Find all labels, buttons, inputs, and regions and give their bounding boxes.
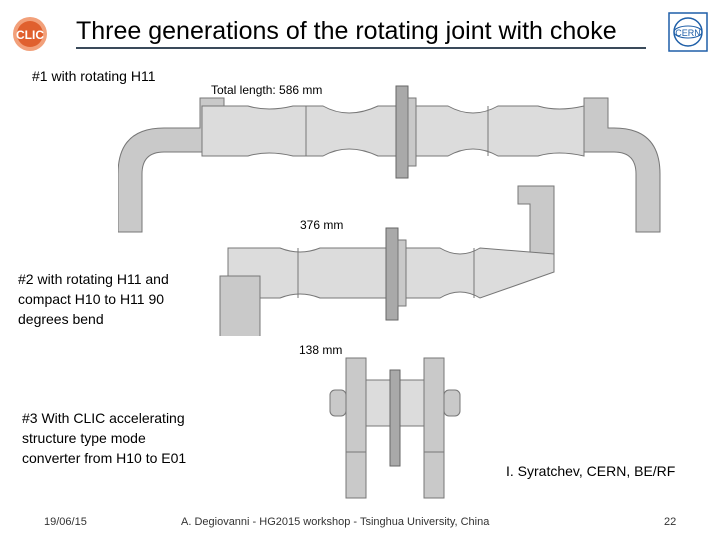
- variant3-length: 138 mm: [299, 343, 343, 357]
- variant3-right-stub: [443, 389, 461, 417]
- variant1-body-right: [415, 105, 585, 157]
- svg-text:CLIC: CLIC: [16, 28, 44, 42]
- variant1-flange-hub: [407, 97, 417, 167]
- variant1-length: Total length: 586 mm: [211, 83, 323, 97]
- variant2-label: #2 with rotating H11 and compact H10 to …: [18, 269, 169, 329]
- variant1-left-bend: [118, 97, 225, 233]
- variant3-left-stub: [329, 389, 347, 417]
- variant1-body: [201, 105, 399, 157]
- variant3-label-line: structure type mode: [22, 430, 146, 446]
- footer-date: 19/06/15: [44, 516, 87, 528]
- variant2-left-bend: [219, 275, 261, 336]
- variant1-label: #1 with rotating H11: [32, 68, 156, 84]
- variant1-drawing: [118, 85, 661, 233]
- cern-logo: CERN: [668, 12, 708, 52]
- variant3-label-line: #3 With CLIC accelerating: [22, 410, 185, 426]
- variant2-flange-hub: [397, 239, 407, 307]
- variant2-drawing: [219, 185, 555, 336]
- clic-logo-icon: CLIC: [13, 17, 47, 51]
- variant3-left-flange: [345, 357, 367, 499]
- variant2-flange: [385, 227, 399, 321]
- variant3-label-line: converter from H10 to E01: [22, 450, 187, 466]
- variant3-right-flange: [423, 357, 445, 499]
- variant3-drawing: [329, 357, 461, 499]
- slide-title: Three generations of the rotating joint …: [76, 17, 617, 45]
- variant2-label-line: #2 with rotating H11 and: [18, 271, 169, 287]
- variant2-label-line: compact H10 to H11 90: [18, 291, 165, 307]
- footer-center: A. Degiovanni - HG2015 workshop - Tsingh…: [181, 516, 490, 528]
- variant2-length: 376 mm: [300, 218, 344, 232]
- cern-logo-icon: CERN: [668, 12, 708, 52]
- variant3-center-flange: [389, 369, 401, 467]
- variant2-label-line: degrees bend: [18, 311, 104, 327]
- variant3-label: #3 With CLIC accelerating structure type…: [22, 408, 186, 468]
- svg-text:CERN: CERN: [675, 28, 701, 38]
- variant2-body-right: [405, 247, 555, 299]
- credit-text: I. Syratchev, CERN, BE/RF: [506, 463, 676, 479]
- title-underline: [76, 47, 646, 49]
- variant1-right-bend: [583, 97, 661, 233]
- variant1-flange: [395, 85, 409, 179]
- clic-logo: CLIC: [10, 14, 50, 54]
- footer-page: 22: [664, 516, 677, 528]
